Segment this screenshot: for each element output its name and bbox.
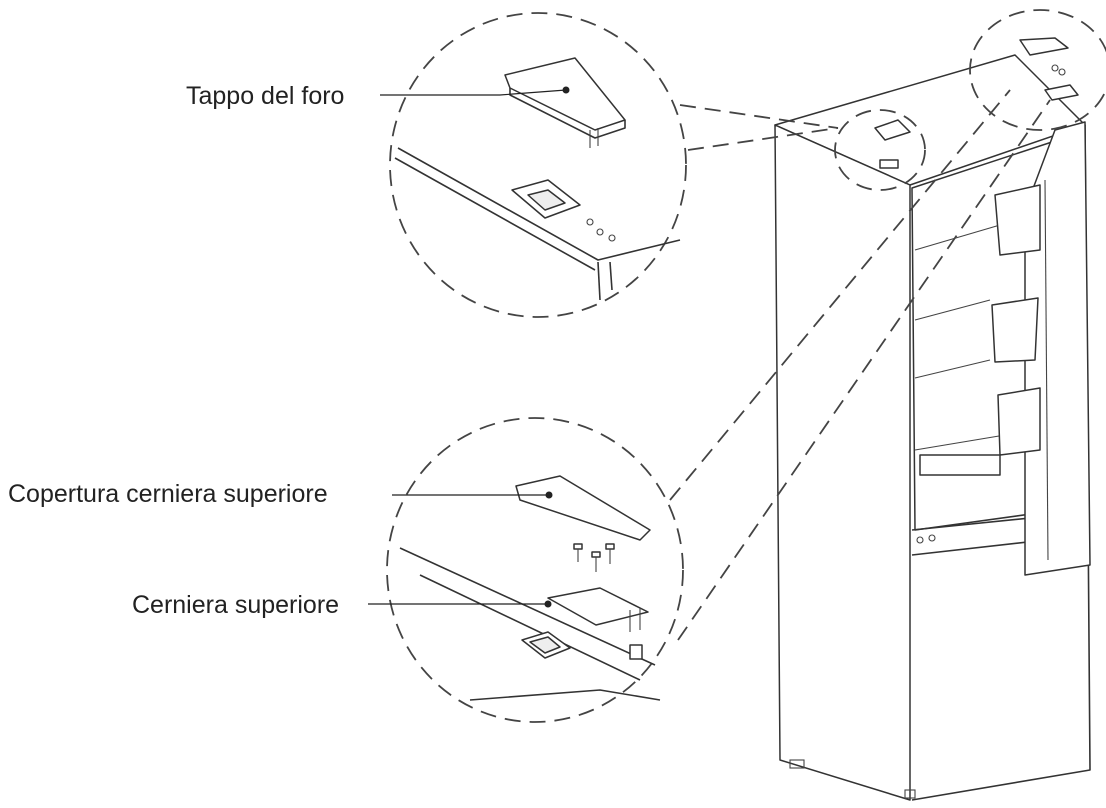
- magnifier-circle-bottom: [386, 417, 684, 723]
- small-screw: [1058, 68, 1066, 76]
- hinge-bushing: [629, 644, 643, 660]
- label-top-hinge-cover: Copertura cerniera superiore: [8, 480, 328, 508]
- detail-circle-small-right: [969, 9, 1106, 131]
- magnifier-circle-top: [389, 12, 687, 318]
- handle-dot: [916, 536, 924, 544]
- top-edge-line: [399, 547, 656, 666]
- label-top-hinge: Cerniera superiore: [132, 591, 340, 619]
- screw-hole: [608, 234, 616, 242]
- hole-plug-small: [874, 119, 911, 141]
- small-screw: [1051, 64, 1059, 72]
- detail-top-hinge: [368, 417, 684, 723]
- screw-hole: [596, 228, 604, 236]
- hinge-plate: [547, 587, 649, 626]
- shelf: [914, 224, 1001, 251]
- corner-line: [609, 261, 613, 291]
- handle-dot: [928, 534, 936, 542]
- front-edge-line: [469, 689, 661, 701]
- hinge-cover-part: [515, 475, 651, 541]
- top-edge-line: [397, 147, 681, 261]
- shelf: [914, 359, 991, 379]
- refrigerator: [774, 54, 1091, 801]
- top-edge-line-2: [394, 157, 596, 271]
- leader-line-hole-plug: [380, 89, 567, 96]
- foot: [904, 789, 916, 799]
- screws: [573, 543, 615, 572]
- crisper-drawer: [919, 454, 1001, 476]
- hinge-seat-small: [879, 159, 899, 169]
- connector-top-a: [679, 104, 839, 129]
- connector-bottom-a: [669, 89, 1011, 501]
- top-hinge-small: [1044, 84, 1079, 101]
- label-hole-plug: Tappo del foro: [186, 82, 345, 110]
- small-hinge-cover: [1019, 37, 1069, 56]
- fridge-side-panel: [774, 124, 911, 801]
- hinge-seat-inner: [529, 636, 561, 654]
- foot: [789, 759, 805, 769]
- connector-bottom-b: [677, 99, 1051, 641]
- corner-line: [597, 261, 601, 301]
- detail-circle-small-left: [834, 109, 926, 191]
- screw-hole: [586, 218, 594, 226]
- door-inner-edge: [1044, 179, 1049, 561]
- hinge-seat-inner: [527, 189, 566, 211]
- hole-plug-side: [509, 88, 626, 139]
- hole-plug-part: [504, 57, 626, 131]
- top-edge-line-2: [419, 574, 641, 681]
- door-bin: [997, 387, 1041, 456]
- shelf: [914, 434, 1006, 451]
- shelf: [914, 299, 991, 321]
- door-bin: [991, 297, 1039, 363]
- connector-top-b: [687, 127, 839, 151]
- detail-hole-plug: [380, 12, 687, 318]
- door-bin: [994, 184, 1041, 256]
